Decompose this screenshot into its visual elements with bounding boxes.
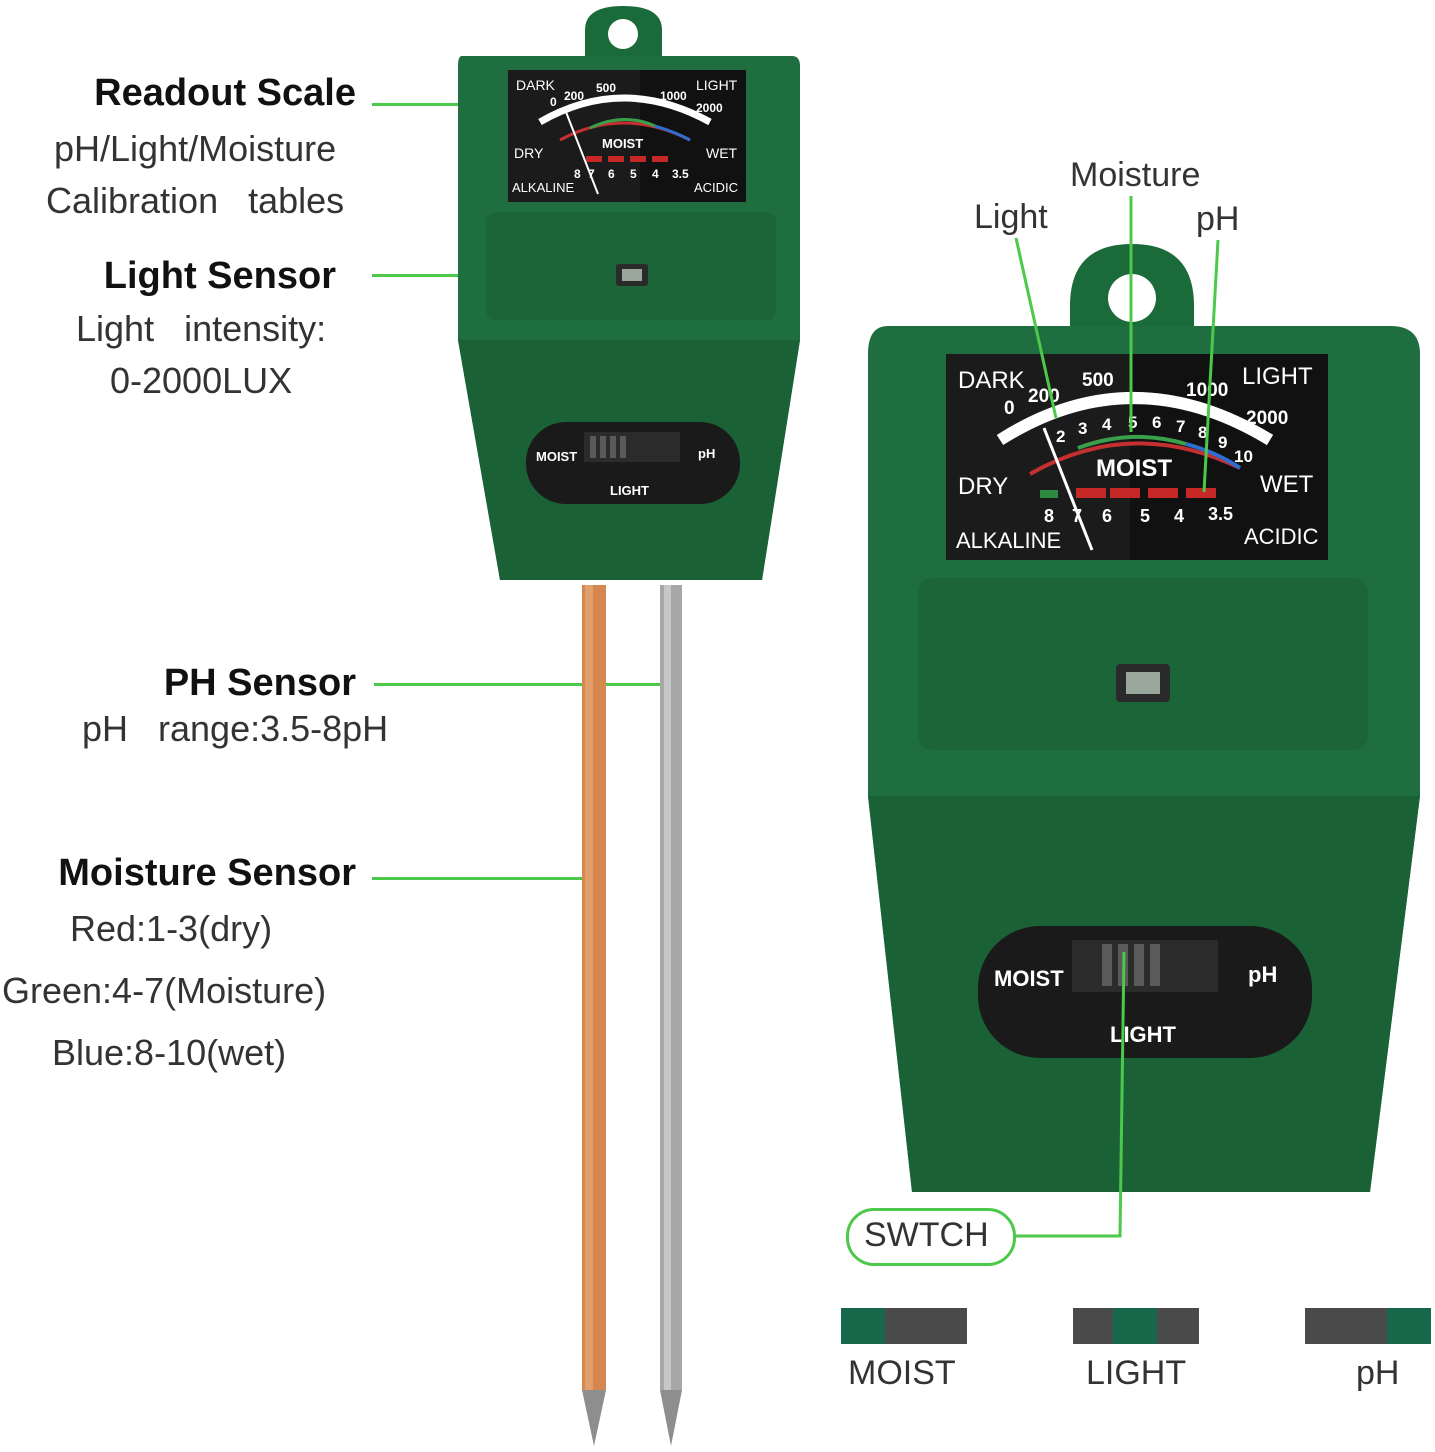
svg-text:3: 3 (1078, 419, 1087, 438)
dry-label-large: DRY (958, 473, 1008, 500)
legend-light-label: LIGHT (1086, 1354, 1187, 1392)
svg-text:3.5: 3.5 (1208, 504, 1233, 524)
readout-scale-desc-2: Calibration tables (46, 180, 345, 221)
dark-label-large: DARK (958, 367, 1025, 394)
svg-text:6: 6 (1152, 413, 1161, 432)
callout-light: Light (974, 198, 1048, 236)
alkaline-label-small: ALKALINE (512, 180, 574, 195)
svg-text:5: 5 (1128, 413, 1137, 432)
readout-scale-desc-1: pH/Light/Moisture (54, 128, 337, 169)
switch-light-label-large: LIGHT (1110, 1022, 1177, 1047)
ph-sensor-desc: pH range:3.5-8pH (82, 708, 389, 749)
wet-label-small: WET (706, 145, 738, 161)
light-sensor-desc-2: 0-2000LUX (110, 360, 293, 401)
switch-callout-pill (846, 1208, 1016, 1266)
light-sensor-title: Light Sensor (103, 255, 336, 297)
readout-scale-title: Readout Scale (94, 72, 356, 114)
svg-text:5: 5 (1140, 506, 1150, 526)
svg-text:4: 4 (1174, 506, 1184, 526)
svg-text:500: 500 (596, 81, 616, 95)
svg-text:500: 500 (1082, 370, 1114, 391)
dry-label-small: DRY (514, 145, 544, 161)
wet-label-large: WET (1260, 471, 1314, 498)
moisture-green-desc: Green:4-7(Moisture) (2, 970, 327, 1011)
switch-moist-label-large: MOIST (994, 966, 1064, 991)
dark-label-small: DARK (516, 77, 556, 93)
svg-text:0: 0 (550, 95, 557, 109)
meter-device-large: DARK LIGHT DRY WET MOIST ALKALINE ACIDIC… (868, 244, 1420, 1192)
svg-text:6: 6 (608, 167, 615, 181)
svg-text:2000: 2000 (696, 101, 723, 115)
moisture-red-desc: Red:1-3(dry) (70, 908, 273, 949)
svg-text:4: 4 (1102, 415, 1112, 434)
svg-text:1000: 1000 (1186, 380, 1228, 401)
svg-text:10: 10 (1234, 447, 1253, 466)
ph-sensor-title: PH Sensor (163, 662, 356, 704)
legend-moist-label: MOIST (848, 1354, 956, 1392)
svg-text:2000: 2000 (1246, 408, 1288, 429)
moist-label-small: MOIST (602, 136, 643, 151)
switch-callout-label: SWTCH (864, 1216, 989, 1254)
svg-text:1000: 1000 (660, 89, 687, 103)
light-label-large: LIGHT (1242, 363, 1313, 390)
switch-ph-label-large: pH (1248, 962, 1277, 987)
switch-moist-label-small: MOIST (536, 449, 577, 464)
alkaline-label-large: ALKALINE (956, 528, 1061, 553)
legend-light-swatch (1073, 1308, 1199, 1344)
svg-text:5: 5 (630, 167, 637, 181)
svg-text:6: 6 (1102, 506, 1112, 526)
callout-ph: pH (1196, 200, 1240, 238)
acidic-label-large: ACIDIC (1244, 524, 1319, 549)
ph-sensor-connector (374, 683, 678, 686)
legend-moist-swatch (841, 1308, 967, 1344)
light-sensor-desc-1: Light intensity: (76, 308, 327, 349)
svg-text:3.5: 3.5 (672, 167, 689, 181)
callout-moisture: Moisture (1070, 156, 1201, 194)
svg-text:4: 4 (652, 167, 659, 181)
svg-text:200: 200 (564, 89, 584, 103)
moisture-blue-desc: Blue:8-10(wet) (52, 1032, 287, 1073)
moisture-sensor-connector (372, 877, 596, 880)
mode-switch-panel-small (526, 422, 740, 504)
svg-text:8: 8 (1044, 506, 1054, 526)
svg-text:8: 8 (574, 167, 581, 181)
switch-ph-label-small: pH (698, 446, 715, 461)
meter-device-small: DARK LIGHT DRY WET MOIST ALKALINE ACIDIC… (458, 6, 800, 1446)
svg-text:9: 9 (1218, 433, 1227, 452)
legend-ph-swatch (1305, 1308, 1431, 1344)
svg-text:7: 7 (1176, 417, 1185, 436)
svg-text:2: 2 (1056, 427, 1065, 446)
svg-text:8: 8 (1198, 423, 1207, 442)
readout-connector (372, 103, 522, 106)
svg-text:7: 7 (1072, 506, 1082, 526)
light-label-small: LIGHT (696, 77, 738, 93)
legend-ph-label: pH (1356, 1354, 1400, 1392)
acidic-label-small: ACIDIC (694, 180, 738, 195)
moist-label-large: MOIST (1096, 455, 1172, 482)
svg-text:0: 0 (1004, 398, 1015, 419)
svg-text:7: 7 (588, 167, 595, 181)
switch-light-label-small: LIGHT (610, 483, 649, 498)
moisture-sensor-title: Moisture Sensor (58, 852, 356, 894)
